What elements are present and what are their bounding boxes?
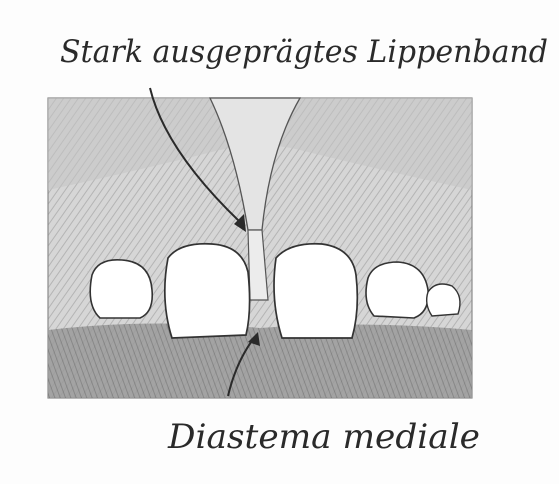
label-bottom: Diastema mediale bbox=[167, 417, 480, 457]
tooth-right-lateral bbox=[366, 262, 428, 318]
lower-lip-shading bbox=[48, 323, 472, 398]
tooth-left-lateral bbox=[90, 260, 152, 318]
tooth-right-central bbox=[274, 244, 357, 338]
tooth-right-canine bbox=[427, 284, 460, 316]
tooth-left-central bbox=[165, 244, 250, 338]
label-top: Stark ausgeprägtes Lippenband bbox=[60, 34, 548, 70]
